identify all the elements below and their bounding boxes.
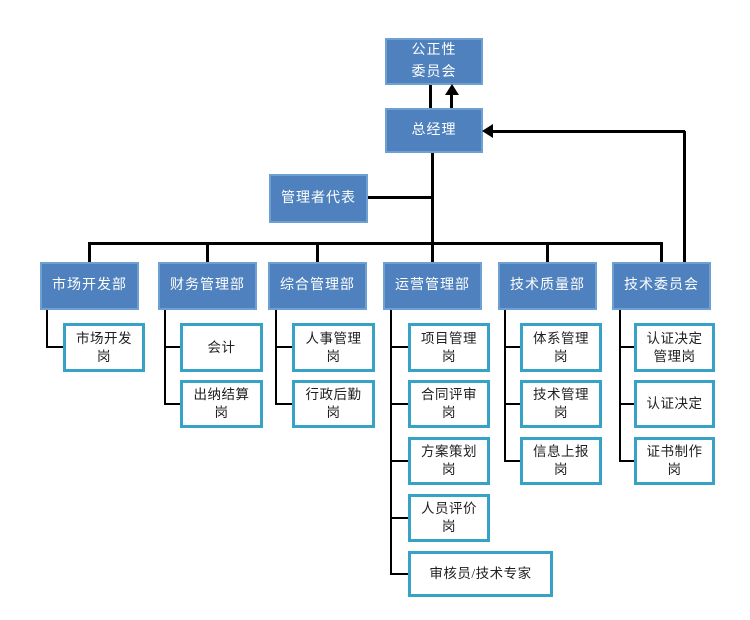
connector-line: [46, 310, 48, 348]
dept-box-tech-quality: 技术质量部: [498, 262, 597, 310]
dept-box-tech-committee: 技术委员会: [612, 262, 711, 310]
connector-line: [275, 403, 292, 405]
dept-box-general-admin: 综合管理部: [268, 262, 367, 310]
sub-box-accountant: 会计: [180, 323, 263, 372]
connector-line: [450, 93, 453, 108]
sub-box-system-mgmt-post: 体系管理 岗: [520, 323, 602, 372]
dept-box-market-development: 市场开发部: [40, 262, 139, 310]
arrowhead-up-icon: [445, 84, 459, 95]
connector-line: [390, 517, 408, 519]
sub-box-cert-decision: 认证决定: [634, 380, 715, 428]
connector-line: [368, 196, 434, 199]
dept-box-finance: 财务管理部: [158, 262, 257, 310]
connector-line: [619, 403, 634, 405]
connector-line: [619, 460, 634, 462]
connector-line: [88, 242, 663, 245]
sub-box-info-report-post: 信息上报 岗: [520, 437, 602, 485]
connector-line: [429, 85, 432, 108]
connector-line: [504, 403, 520, 405]
connector-line: [316, 242, 319, 262]
connector-line: [683, 131, 686, 262]
connector-line: [491, 130, 685, 133]
sub-box-tech-mgmt-post: 技术管理 岗: [520, 380, 602, 428]
connector-line: [504, 310, 506, 462]
sub-box-personnel-eval-post: 人员评价 岗: [408, 494, 490, 542]
connector-line: [390, 403, 408, 405]
box-impartiality-committee: 公正性 委员会: [385, 38, 483, 85]
connector-line: [164, 403, 180, 405]
box-general-manager: 总经理: [385, 108, 483, 153]
connector-line: [619, 310, 621, 462]
sub-box-auditor-tech-expert: 审核员/技术专家: [408, 551, 553, 597]
sub-box-cashier-settlement: 出纳结算 岗: [180, 380, 263, 428]
connector-line: [275, 346, 292, 348]
connector-line: [390, 346, 408, 348]
connector-line: [546, 242, 549, 262]
connector-line: [88, 242, 91, 262]
connector-line: [390, 573, 408, 575]
dept-box-operations: 运营管理部: [383, 262, 482, 310]
connector-line: [390, 460, 408, 462]
connector-line: [431, 153, 434, 245]
sub-box-market-dev-post: 市场开发 岗: [63, 323, 145, 372]
sub-box-plan-design-post: 方案策划 岗: [408, 437, 490, 485]
sub-box-project-mgmt-post: 项目管理 岗: [408, 323, 490, 372]
connector-line: [390, 310, 392, 575]
connector-line: [431, 242, 434, 262]
connector-line: [504, 460, 520, 462]
sub-box-hr-post: 人事管理 岗: [292, 323, 375, 372]
sub-box-admin-logistics-post: 行政后勤 岗: [292, 380, 375, 428]
sub-box-cert-production-post: 证书制作 岗: [634, 437, 715, 485]
connector-line: [275, 310, 277, 405]
connector-line: [46, 346, 63, 348]
connector-line: [660, 242, 663, 262]
connector-line: [164, 346, 180, 348]
connector-line: [619, 346, 634, 348]
sub-box-contract-review-post: 合同评审 岗: [408, 380, 490, 428]
connector-line: [504, 346, 520, 348]
connector-line: [206, 242, 209, 262]
sub-box-cert-decision-mgmt-post: 认证决定 管理岗: [634, 323, 715, 372]
box-management-representative: 管理者代表: [269, 174, 368, 223]
arrowhead-left-icon: [482, 124, 493, 138]
connector-line: [164, 310, 166, 405]
